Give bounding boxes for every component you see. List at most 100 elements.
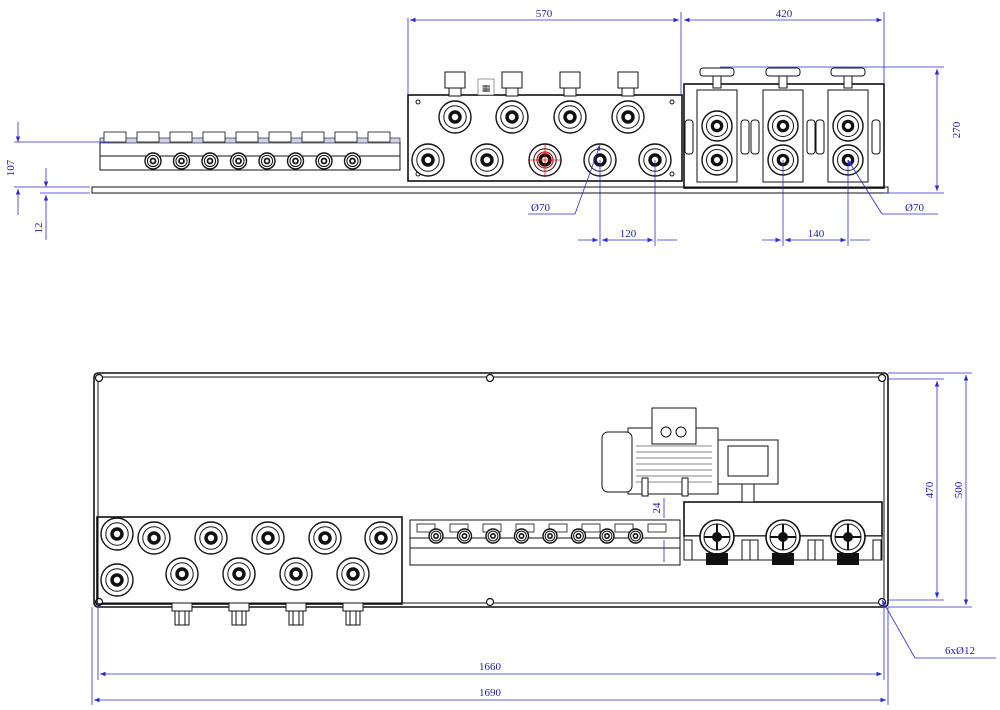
front-center-bottom-roller: [470, 143, 504, 177]
top-dimensions: 24 470 500 6xØ12 1660 1690: [91, 372, 996, 705]
roller-cap: [301, 131, 325, 143]
handwheel: [699, 67, 735, 77]
front-left-roller: [229, 152, 248, 170]
front-center-bottom-roller: [411, 143, 445, 177]
roller-cap: [136, 131, 160, 143]
top-left-roller: [165, 557, 199, 591]
dim-120: 120: [620, 228, 637, 240]
top-mid-roller: [456, 528, 473, 544]
top-left-roller: [222, 557, 256, 591]
dim-570: 570: [536, 8, 553, 20]
top-mid-roller: [485, 528, 501, 544]
top-right-roller-block: [683, 501, 883, 565]
front-center-top-roller: [553, 100, 587, 134]
roller-cap: [581, 523, 601, 533]
dim-12: 12: [33, 223, 45, 234]
top-left-roller: [100, 563, 134, 597]
front-left-roller: [315, 152, 333, 170]
top-base-plate: [93, 372, 889, 608]
adjust-knob: [285, 602, 307, 612]
top-mid-roller: [570, 528, 587, 544]
svg-text:▦: ▦: [482, 84, 491, 94]
adjust-screw: [617, 71, 639, 89]
handwheel: [765, 67, 801, 77]
handwheel-top: [683, 519, 751, 565]
top-left-roller: [364, 521, 398, 555]
front-left-roller: [144, 152, 162, 170]
front-right-top-roller: [832, 110, 864, 142]
front-base-plate: [91, 186, 889, 194]
dim-470: 470: [924, 481, 936, 498]
motor-foot: [641, 477, 649, 497]
adjust-screw: [444, 71, 466, 89]
front-right-top-roller: [701, 110, 733, 142]
mount-hole: [877, 373, 887, 383]
handwheel-top: [814, 519, 882, 565]
top-mid-roller: [428, 528, 444, 544]
dim-dia70-left: Ø70: [531, 202, 550, 214]
handwheel: [830, 67, 866, 77]
front-right-top-roller: [767, 110, 799, 142]
roller-cap: [647, 523, 667, 533]
top-left-roller: [100, 517, 134, 551]
dim-1660: 1660: [479, 661, 502, 673]
roller-cap: [103, 131, 127, 143]
top-left-roller: [137, 521, 171, 555]
dim-dia70-right: Ø70: [905, 202, 924, 214]
handwheel-top: [749, 519, 817, 565]
roller-cap: [367, 131, 391, 143]
adjust-screw: [501, 71, 523, 89]
top-left-roller: [308, 521, 342, 555]
motor: [601, 407, 779, 503]
dim-140: 140: [808, 228, 825, 240]
adjust-knob: [228, 602, 250, 612]
dim-1690: 1690: [479, 687, 502, 699]
top-mid-roller: [599, 528, 615, 544]
roller-cap: [548, 523, 568, 533]
top-mid-roller: [627, 528, 644, 544]
roller-cap: [334, 131, 358, 143]
top-middle-roller-block: [409, 519, 681, 566]
adjust-knob: [342, 602, 364, 612]
front-dimensions: 570 420 270 107 12 Ø70: [5, 8, 963, 246]
top-left-roller: [194, 521, 228, 555]
front-center-top-roller: [495, 100, 529, 134]
front-view: ▦ 570 420 270 107: [5, 8, 963, 246]
roller-cap: [416, 523, 436, 533]
top-mid-roller: [542, 528, 558, 544]
top-mid-roller: [513, 528, 530, 544]
roller-cap: [614, 523, 634, 533]
mount-hole: [485, 373, 495, 383]
front-left-roller: [343, 152, 362, 170]
mount-hole: [94, 373, 104, 383]
dim-107: 107: [5, 159, 17, 176]
front-left-roller: [172, 152, 191, 170]
dim-holes: 6xØ12: [945, 645, 975, 657]
front-left-roller: [201, 152, 219, 170]
dim-270: 270: [951, 121, 963, 138]
roller-cap: [202, 131, 226, 143]
front-left-roller-assembly: [99, 131, 401, 171]
front-left-roller: [286, 152, 305, 170]
top-left-roller-block: [96, 516, 403, 626]
front-left-roller: [258, 152, 276, 170]
top-view: 24 470 500 6xØ12 1660 1690: [91, 372, 996, 705]
top-left-roller: [336, 557, 370, 591]
front-center-straightener: ▦: [407, 71, 683, 182]
front-center-top-roller: [611, 100, 645, 134]
mount-hole: [485, 597, 495, 607]
motor-foot: [681, 477, 689, 497]
top-left-roller: [251, 521, 285, 555]
center-mark: [528, 143, 562, 177]
front-center-top-roller: [438, 100, 472, 134]
dim-420: 420: [776, 8, 793, 20]
dim-24: 24: [651, 502, 663, 514]
roller-cap: [235, 131, 259, 143]
adjust-screw: [559, 71, 581, 89]
front-right-bottom-roller: [701, 144, 733, 176]
roller-cap: [268, 131, 292, 143]
dim-500: 500: [953, 481, 965, 498]
top-left-roller: [279, 557, 313, 591]
roller-cap: [169, 131, 193, 143]
